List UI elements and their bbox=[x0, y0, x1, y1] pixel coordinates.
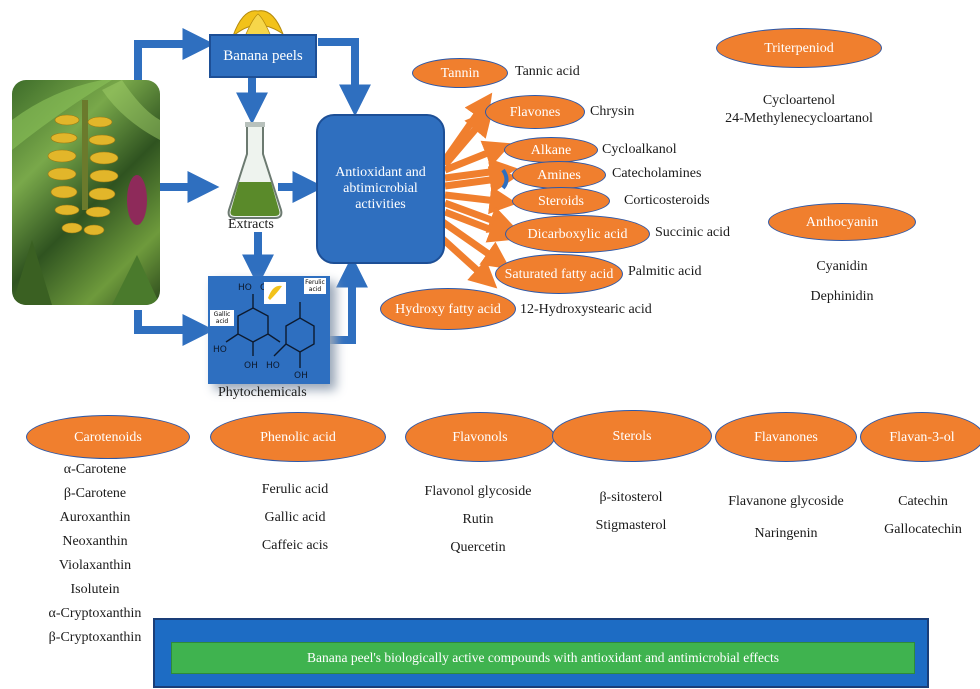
sterols-item: Stigmasterol bbox=[595, 518, 667, 533]
flavan-3-ol-item: Gallocatechin bbox=[884, 522, 962, 537]
ray-compound-tannic-acid: Tannic acid bbox=[515, 64, 580, 79]
group-flavan-3-ol: Flavan-3-ol bbox=[860, 412, 980, 462]
group-flavonols: Flavonols bbox=[405, 412, 555, 462]
carotenoids-list: α-Carotene β-Carotene Auroxanthin Neoxan… bbox=[20, 458, 170, 650]
ray-class-dicarboxylic-acid: Dicarboxylic acid bbox=[505, 215, 650, 253]
svg-text:OH: OH bbox=[244, 361, 258, 371]
anthocyanin-list: Cyanidin Dephinidin bbox=[768, 252, 916, 312]
phenolic-item: Caffeic acis bbox=[261, 538, 329, 553]
phenolic-item: Ferulic acid bbox=[261, 482, 329, 497]
ray-class-amines: Amines bbox=[512, 161, 606, 189]
triterpeniod-list: Cycloartenol 24-Methylenecycloartanol bbox=[716, 92, 882, 128]
phytochemicals-label: Phytochemicals bbox=[218, 385, 307, 400]
carotenoids-item: Isolutein bbox=[70, 582, 120, 597]
group-sterols: Sterols bbox=[552, 410, 712, 462]
carotenoids-item: Auroxanthin bbox=[59, 510, 131, 525]
svg-text:OH: OH bbox=[294, 371, 308, 381]
svg-text:HO: HO bbox=[266, 361, 280, 371]
flavanones-item: Naringenin bbox=[754, 526, 818, 541]
carotenoids-item: α-Cryptoxanthin bbox=[48, 606, 142, 621]
banana-plant-photo bbox=[12, 80, 160, 305]
carotenoids-item: β-Carotene bbox=[63, 486, 127, 501]
summary-banner-text: Banana peel's biologically active compou… bbox=[307, 650, 779, 665]
ferulic-acid-tag: Ferulic acid bbox=[304, 278, 326, 294]
anthocyanin-item: Dephinidin bbox=[810, 289, 874, 304]
triterpeniod-item: Cycloartenol bbox=[762, 93, 836, 108]
group-carotenoids: Carotenoids bbox=[26, 415, 190, 459]
extracts-label: Extracts bbox=[228, 217, 274, 232]
group-triterpeniod: Triterpeniod bbox=[716, 28, 882, 68]
flavonols-item: Rutin bbox=[462, 512, 494, 527]
phytochemicals-panel: HO O HO OH OH HO Gallic acid Ferulic acid bbox=[208, 276, 330, 384]
ray-class-tannin: Tannin bbox=[412, 58, 508, 88]
flavanones-item: Flavanone glycoside bbox=[728, 494, 844, 509]
triterpeniod-item: 24-Methylenecycloartanol bbox=[725, 111, 873, 126]
ray-class-steroids: Steroids bbox=[512, 187, 610, 215]
banana-peels-box: Banana peels bbox=[209, 34, 317, 78]
carotenoids-item: Violaxanthin bbox=[58, 558, 132, 573]
center-activity-label: Antioxidant and abtimicrobial activities bbox=[335, 165, 426, 212]
ray-class-saturated-fatty-acid: Saturated fatty acid bbox=[495, 254, 623, 294]
flavonols-item: Quercetin bbox=[450, 540, 506, 555]
flavanones-list: Flavanone glycoside Naringenin bbox=[706, 486, 866, 550]
ray-class-flavones: Flavones bbox=[485, 95, 585, 129]
sterols-item: β-sitosterol bbox=[599, 490, 663, 505]
anthocyanin-item: Cyanidin bbox=[816, 259, 868, 274]
group-anthocyanin: Anthocyanin bbox=[768, 203, 916, 241]
phenolic-list: Ferulic acid Gallic acid Caffeic acis bbox=[220, 476, 370, 560]
svg-text:HO: HO bbox=[213, 345, 227, 355]
summary-banner-inner: Banana peel's biologically active compou… bbox=[171, 642, 915, 674]
gallic-acid-tag: Gallic acid bbox=[210, 310, 234, 326]
group-phenolic-acid: Phenolic acid bbox=[210, 412, 386, 462]
phenolic-item: Gallic acid bbox=[264, 510, 326, 525]
flavonols-item: Flavonol glycoside bbox=[424, 484, 532, 499]
chemical-structure-icon: HO O HO OH OH HO bbox=[213, 282, 315, 381]
ray-class-hydroxy-fatty-acid: Hydroxy fatty acid bbox=[380, 288, 516, 330]
carotenoids-item: β-Cryptoxanthin bbox=[48, 630, 142, 645]
flask-icon bbox=[227, 122, 283, 219]
ray-compound-succinic-acid: Succinic acid bbox=[655, 225, 731, 240]
ray-compound-palmitic-acid: Palmitic acid bbox=[628, 264, 702, 279]
banana-bunch-icon bbox=[12, 80, 160, 305]
ray-compound-corticosteroids: Corticosteroids bbox=[624, 193, 710, 208]
ray-compound-catecholamines: Catecholamines bbox=[612, 166, 702, 181]
sterols-list: β-sitosterol Stigmasterol bbox=[556, 484, 706, 540]
carotenoids-item: α-Carotene bbox=[63, 462, 127, 477]
ray-compound-12-hydroxystearic-acid: 12-Hydroxystearic acid bbox=[520, 302, 652, 317]
ray-compound-chrysin: Chrysin bbox=[590, 104, 635, 119]
center-activity-box: Antioxidant and abtimicrobial activities bbox=[316, 114, 445, 264]
svg-text:O: O bbox=[260, 283, 267, 293]
svg-text:HO: HO bbox=[238, 283, 252, 293]
ray-compound-cycloalkanol: Cycloalkanol bbox=[602, 142, 677, 157]
flavan-3-ol-item: Catechin bbox=[898, 494, 948, 509]
summary-banner: Banana peel's biologically active compou… bbox=[153, 618, 929, 688]
group-flavanones: Flavanones bbox=[715, 412, 857, 462]
flavonols-list: Flavonol glycoside Rutin Quercetin bbox=[403, 478, 553, 562]
flavan-3-ol-list: Catechin Gallocatechin bbox=[868, 488, 978, 544]
carotenoids-item: Neoxanthin bbox=[62, 534, 128, 549]
banana-peels-label: Banana peels bbox=[223, 47, 303, 64]
ray-class-alkane: Alkane bbox=[504, 137, 598, 163]
